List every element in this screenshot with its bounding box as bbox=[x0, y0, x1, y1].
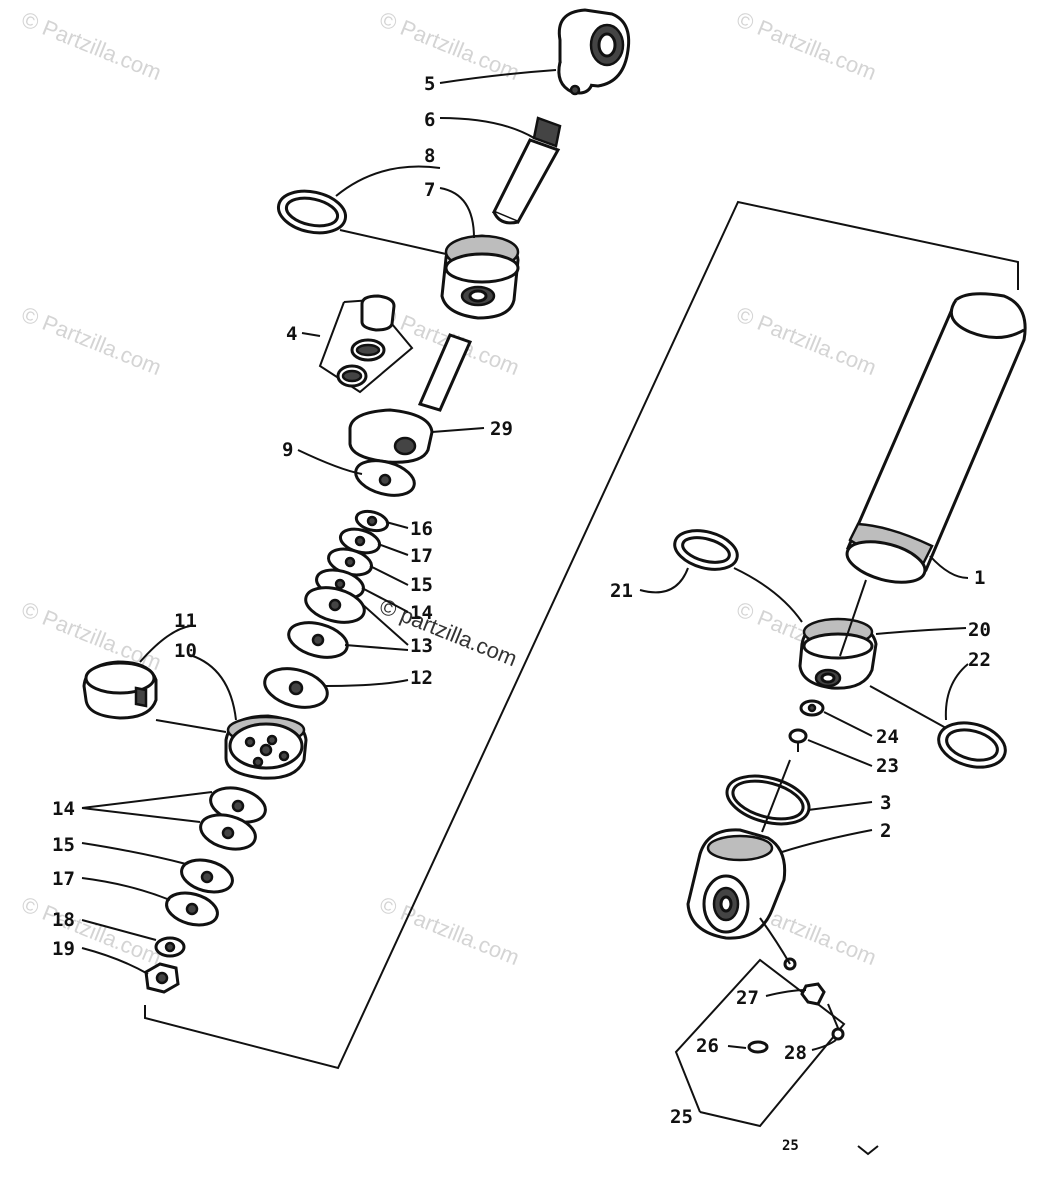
part-7-seal-head bbox=[440, 234, 520, 320]
callout-26: 26 bbox=[696, 1035, 719, 1057]
part-6-piston-rod bbox=[491, 116, 562, 225]
part-26-bushing bbox=[747, 1040, 769, 1054]
callout-11: 11 bbox=[174, 610, 197, 632]
callout-17: 17 bbox=[410, 545, 433, 567]
callout-29: 29 bbox=[490, 418, 513, 440]
part-10-piston-body bbox=[224, 714, 308, 780]
callout-4: 4 bbox=[286, 323, 297, 345]
lower-washer-stack bbox=[154, 786, 267, 958]
part-28-clip bbox=[831, 1027, 845, 1041]
left-assembly bbox=[81, 8, 631, 994]
callout-1: 1 bbox=[974, 567, 985, 589]
callout-15: 15 bbox=[410, 574, 433, 596]
callout-10: 10 bbox=[174, 640, 197, 662]
center-watermark: © partzilla.com bbox=[376, 593, 521, 671]
callout-12: 12 bbox=[410, 667, 433, 689]
part-23-screw bbox=[788, 728, 808, 752]
watermark: © Partzilla.com bbox=[18, 6, 165, 85]
watermark: © Partzilla.com bbox=[18, 596, 165, 675]
part-11-piston-ring bbox=[82, 660, 158, 720]
watermark: © Partzilla.com bbox=[376, 6, 523, 85]
callout-13: 13 bbox=[410, 635, 433, 657]
part-2-lower-eye bbox=[686, 828, 787, 940]
callout-18: 18 bbox=[52, 909, 75, 931]
callout-27: 27 bbox=[736, 987, 759, 1009]
callout-20: 20 bbox=[968, 619, 991, 641]
callout-19: 19 bbox=[52, 938, 75, 960]
callout-22: 22 bbox=[968, 649, 991, 671]
watermark: © Partzilla.com bbox=[733, 6, 880, 85]
callout-25: 25 bbox=[670, 1106, 693, 1128]
part-rod-lower bbox=[417, 333, 473, 412]
right-leader-lines bbox=[639, 555, 969, 1051]
part-3-o-ring bbox=[725, 774, 811, 826]
part-22-ring bbox=[937, 721, 1007, 769]
callout-5: 5 bbox=[424, 73, 435, 95]
callout-23: 23 bbox=[876, 755, 899, 777]
watermark: © Partzilla.com bbox=[376, 891, 523, 970]
callout-15-lower: 15 bbox=[52, 834, 75, 856]
part-4-spacer-group bbox=[318, 294, 414, 394]
callout-14: 14 bbox=[410, 602, 433, 624]
callout-16: 16 bbox=[410, 518, 433, 540]
part-8-ring bbox=[276, 189, 348, 235]
callout-9: 9 bbox=[282, 439, 293, 461]
callout-8: 8 bbox=[424, 145, 435, 167]
callout-6: 6 bbox=[424, 109, 435, 131]
callout-24: 24 bbox=[876, 726, 899, 748]
part-21-ring bbox=[673, 529, 739, 571]
part-19-nut bbox=[144, 962, 180, 994]
callout-7: 7 bbox=[424, 179, 435, 201]
callout-14-lower: 14 bbox=[52, 798, 75, 820]
frame-line bbox=[144, 200, 1019, 1070]
callout-2: 2 bbox=[880, 820, 891, 842]
assembly-frame bbox=[144, 200, 1019, 1070]
cropped-footer: 25 bbox=[782, 1138, 879, 1156]
part-25-hardware-kit bbox=[674, 957, 846, 1128]
part-29-piston bbox=[348, 408, 434, 464]
valve-washer-stack bbox=[263, 509, 390, 709]
watermark: © Partzilla.com bbox=[18, 301, 165, 380]
watermark: © Partzilla.com bbox=[18, 891, 165, 970]
callout-3: 3 bbox=[880, 792, 891, 814]
part-9-washer bbox=[354, 459, 416, 497]
watermark: © Partzilla.com bbox=[733, 301, 880, 380]
part-26-clip bbox=[800, 982, 826, 1006]
part-24-washer bbox=[799, 699, 825, 717]
callout-21: 21 bbox=[610, 580, 633, 602]
part-5-eye-end bbox=[557, 8, 631, 96]
part-1-cylinder-body bbox=[845, 292, 1027, 584]
callout-17-lower: 17 bbox=[52, 868, 75, 890]
chevron-down-icon bbox=[857, 1145, 879, 1156]
part-20-bottom-head bbox=[798, 617, 878, 690]
callout-labels: 5 6 8 7 4 29 9 16 17 15 14 13 12 11 10 1… bbox=[52, 73, 991, 1128]
footer-fragment: 25 bbox=[782, 1138, 799, 1154]
callout-28: 28 bbox=[784, 1042, 807, 1064]
left-leader-lines bbox=[81, 69, 557, 975]
right-assembly bbox=[639, 292, 1027, 1128]
